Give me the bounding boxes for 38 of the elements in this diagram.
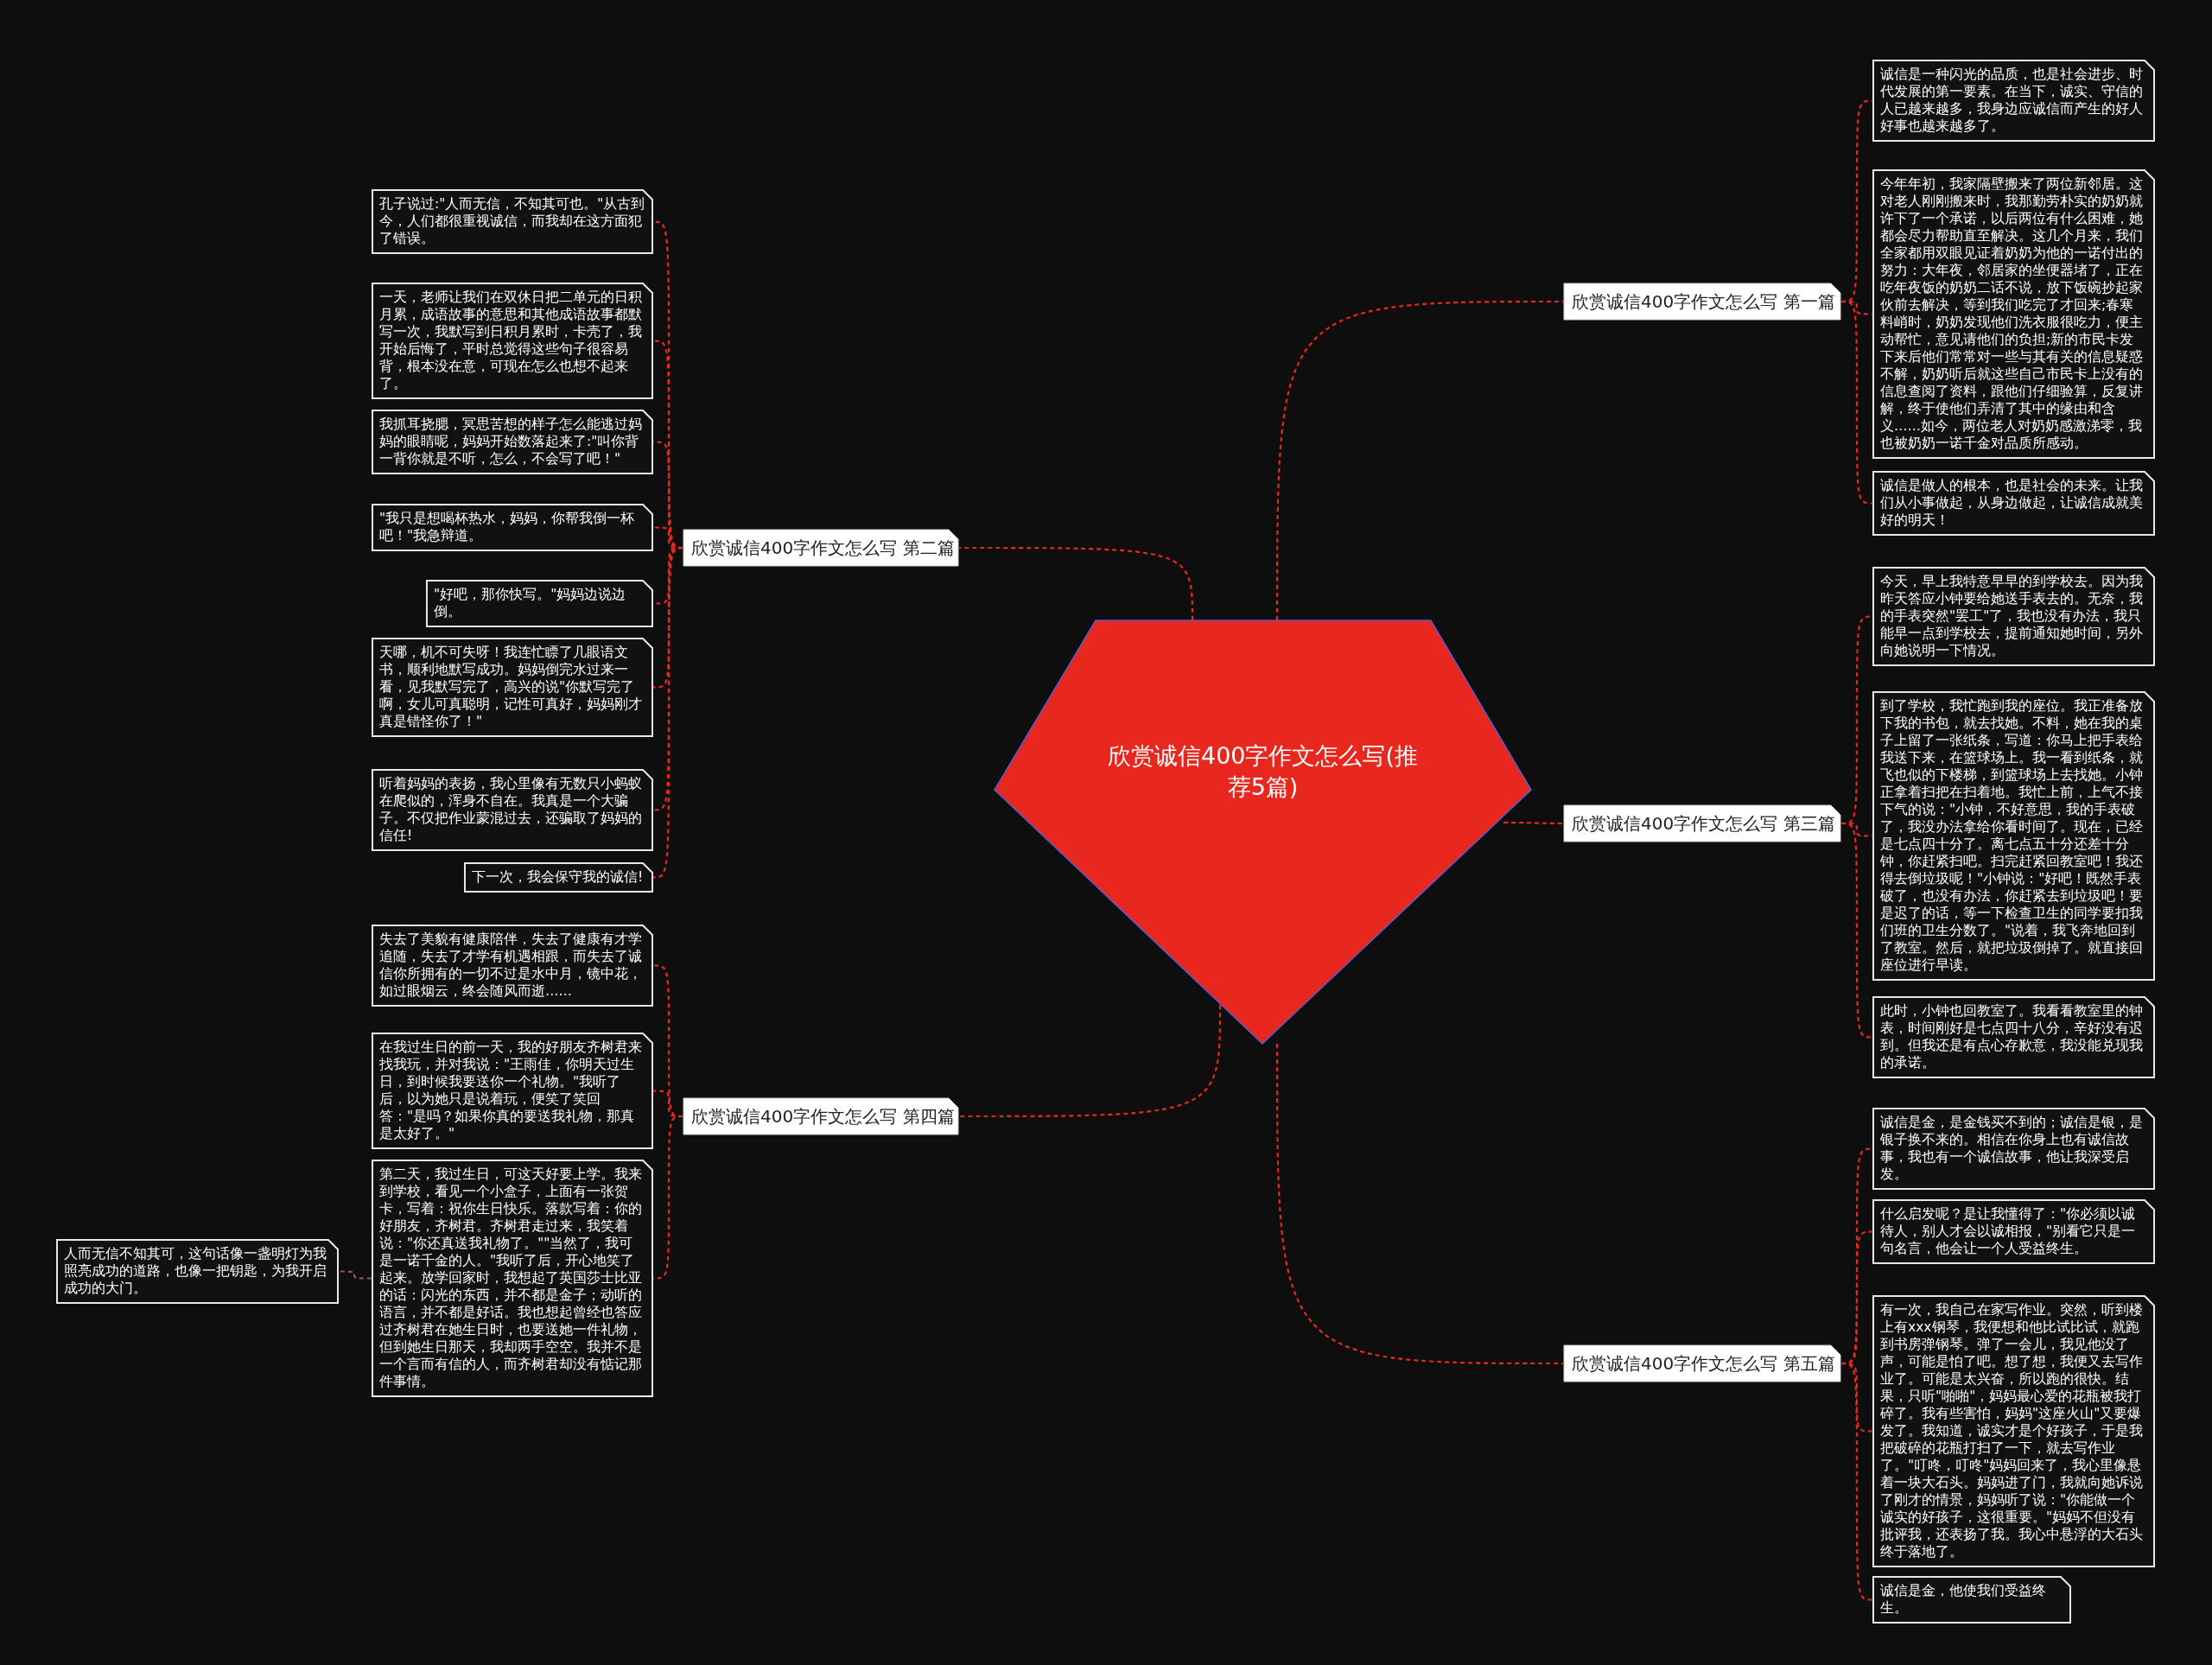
connector	[959, 1005, 1222, 1118]
text-box: 下一次，我会保守我的诚信!	[464, 862, 653, 893]
text-box: 我抓耳挠腮，冥思苦想的样子怎么能逃过妈妈的眼睛呢，妈妈开始数落起来了:"叫你背一背你就是不听，怎么，不会写了吧！"	[372, 410, 653, 474]
text-box: 孔子说过:"人而无信，不知其可也。"从古到今，人们都很重视诚信，而我却在这方面犯了错误。	[372, 189, 653, 254]
text-box: 失去了美貌有健康陪伴，失去了健康有才学追随，失去了才学有机遇相跟，而失去了诚信你所拥有的一切不过是水中月，镜中花，如过眼烟云，终会随风而逝……	[372, 925, 653, 1007]
text-box: 听着妈妈的表扬，我心里像有无数只小蚂蚁在爬似的，浑身不自在。我真是一个大骗子。不仅把作业蒙混过去，还骗取了妈妈的信任!	[372, 769, 653, 851]
text-box: 在我过生日的前一天，我的好朋友齐树君来找我玩，并对我说："王雨佳，你明天过生日，到时候我要送你一个礼物。"我听了后，以为她只是说着玩，便笑了笑回答："是吗？如果你真的要送我礼物，那真是太好了。"	[372, 1033, 653, 1149]
text-box: 一天，老师让我们在双休日把二单元的日积月累，成语故事的意思和其他成语故事都默写一次，我默写到日积月累时，卡壳了，我开始后悔了，平时总觉得这些句子很容易背，根本没在意，可现在怎么也想不起来了。	[372, 283, 653, 399]
pentagon-topic: 欣赏诚信400字作文怎么写(推荐5篇)	[995, 620, 1531, 1044]
connector	[1275, 300, 1563, 620]
branch-label: 欣赏诚信400字作文怎么写 第一篇	[1563, 283, 1841, 321]
connector	[1841, 300, 1872, 505]
text-box: 今年年初，我家隔壁搬来了两位新邻居。这对老人刚刚搬来时，我那勤劳朴实的奶奶就许下了一个承诺，以后两位有什么困难，她都会尽力帮助直至解决。这几个月来，我们全家都用双眼见证着奶奶为他的一诺付出的努力：大年夜，邻居家的坐便器堵了，正在吃年夜饭的奶奶二话不说，放下饭碗抄起家伙前去解决，等到我们吃完了才回来;春寒料峭时，奶奶发现他们洗衣服很吃力，便主动帮忙，意见请他们的负担;新的市民卡发下来后他们常常对一些与其有关的信息疑惑不解，奶奶听后就这些自己市民卡上没有的信息查阅了资料，跟他们仔细验算，反复讲解，终于使他们弄清了其中的缘由和含义……如今，两位老人对奶奶感激涕零，我也被奶奶一诺千金对品质所感动。	[1872, 169, 2155, 459]
text-box: 第二天，我过生日，可这天好要上学。我来到学校，看见一个小盒子，上面有一张贺卡，写着：祝你生日快乐。落款写着：你的好朋友，齐树君。齐树君走过来，我笑着说："你还真送我礼物了。""当然了，我可是一诺千金的人。"我听了后，开心地笑了起来。放学回家时，我想起了英国莎士比亚的话：闪光的东西，并不都是金子；动听的语言，并不都是好话。我也想起曾经也答应过齐树君在她生日时，也要送她一件礼物，但到她生日那天，我却两手空空。我并不是一个言而有信的人，而齐树君却没有惦记那件事情。	[372, 1160, 653, 1397]
text-box: "我只是想喝杯热水，妈妈，你帮我倒一杯吧！"我急辩道。	[372, 504, 653, 551]
text-box: 诚信是一种闪光的品质，也是社会进步、时代发展的第一要素。在当下，诚实、守信的人已越来越多，我身边应诚信而产生的好人好事也越来越多了。	[1872, 60, 2155, 142]
branch-label: 欣赏诚信400字作文怎么写 第二篇	[683, 529, 959, 567]
text-box: 什么启发呢？是让我懂得了："你必须以诚待人，别人才会以诚相报，"别看它只是一句名言，他会让一个人受益终生。	[1872, 1199, 2155, 1264]
connector	[1840, 1362, 1873, 1601]
text-box: 天哪，机不可失呀！我连忙瞟了几眼语文书，顺利地默写成功。妈妈倒完水过来一看，见我默写完了，高兴的说"你默写完了啊，女儿可真聪明，记性可真好，妈妈刚才真是错怪你了！"	[372, 638, 653, 737]
connector	[959, 546, 1194, 620]
text-box: 到了学校，我忙跑到我的座位。我正准备放下我的书包，就去找她。不料，她在我的桌子上留了一张纸条，写道：你马上把手表给我送下来，在篮球场上。我一看到纸条，就飞也似的下楼梯，到篮球场上去找她。小钟正拿着扫把在扫着地。我忙上前，上气不接下气的说："小钟，不好意思，我的手表破了，我没办法拿给你看时间了。现在，已经是七点四十分了。离七点五十分还差十分钟，你赶紧扫吧。扫完赶紧回教室吧！我还得去倒垃圾呢！"小钟说："好吧！既然手表破了，也没有办法，你赶紧去到垃圾吧！要是迟了的话，等一下检查卫生的同学要扣我们班的卫生分数了。"说着，我飞奔地回到了教室。然后，就把垃圾倒掉了。就直接回座位进行早读。	[1872, 691, 2155, 981]
text-box: 有一次，我自己在家写作业。突然，听到楼上有xxx钢琴，我便想和他比试比试，就跑到书房弹钢琴。弹了一会儿，我见他没了声，可能是怕了吧。想了想，我便又去写作业了。可能是太兴奋，所以跑的很快。结果，只听"啪啪"，妈妈最心爱的花瓶被我打碎了。我有些害怕，妈妈"这座火山"又要爆发了。我知道，诚实才是个好孩子，于是我把破碎的花瓶打扫了一下，就去写作业了。"叮咚，叮咚"妈妈回来了，我心里像悬着一块大石头。妈妈进了门，我就向她诉说了刚才的情景，妈妈听了说："你能做一个诚实的好孩子，这很重要。"妈妈不但没有批评我，还表扬了我。我心中悬浮的大石头终于落地了。	[1872, 1295, 2155, 1567]
branch-label: 欣赏诚信400字作文怎么写 第三篇	[1563, 804, 1841, 842]
text-box: 今天，早上我特意早早的到学校去。因为我昨天答应小钟要给她送手表去的。无奈，我的手表突然"罢工"了，我也没有办法，我只能早一点到学校去，提前通知她时间，另外向她说明一下情况。	[1872, 567, 2155, 666]
text-box: 诚信是金，是金钱买不到的；诚信是银，是银子换不来的。相信在你身上也有诚信故事，我也有一个诚信故事，他让我深受启发。	[1872, 1108, 2155, 1190]
branch-label: 欣赏诚信400字作文怎么写 第四篇	[683, 1097, 959, 1135]
connector	[1841, 822, 1872, 1039]
connector	[1503, 821, 1563, 825]
text-box: "好吧，那你快写。"妈妈边说边倒。	[426, 580, 653, 627]
branch-label: 欣赏诚信400字作文怎么写 第五篇	[1563, 1344, 1841, 1382]
text-box: 人而无信不知其可，这句话像一盏明灯为我照亮成功的道路，也像一把钥匙，为我开启成功的大门。	[56, 1239, 339, 1304]
connector	[1275, 1044, 1563, 1365]
text-box: 诚信是金，他使我们受益终生。	[1872, 1576, 2071, 1624]
connector	[652, 546, 683, 879]
connector	[339, 1270, 372, 1280]
text-box: 此时，小钟也回教室了。我看看教室里的钟表，时间刚好是七点四十八分，辛好没有迟到。但我还是有点心存歉意，我没能兑现我的承诺。	[1872, 996, 2155, 1078]
text-box: 诚信是做人的根本，也是社会的未来。让我们从小事做起，从身边做起，让诚信成就美好的明天！	[1872, 471, 2155, 536]
